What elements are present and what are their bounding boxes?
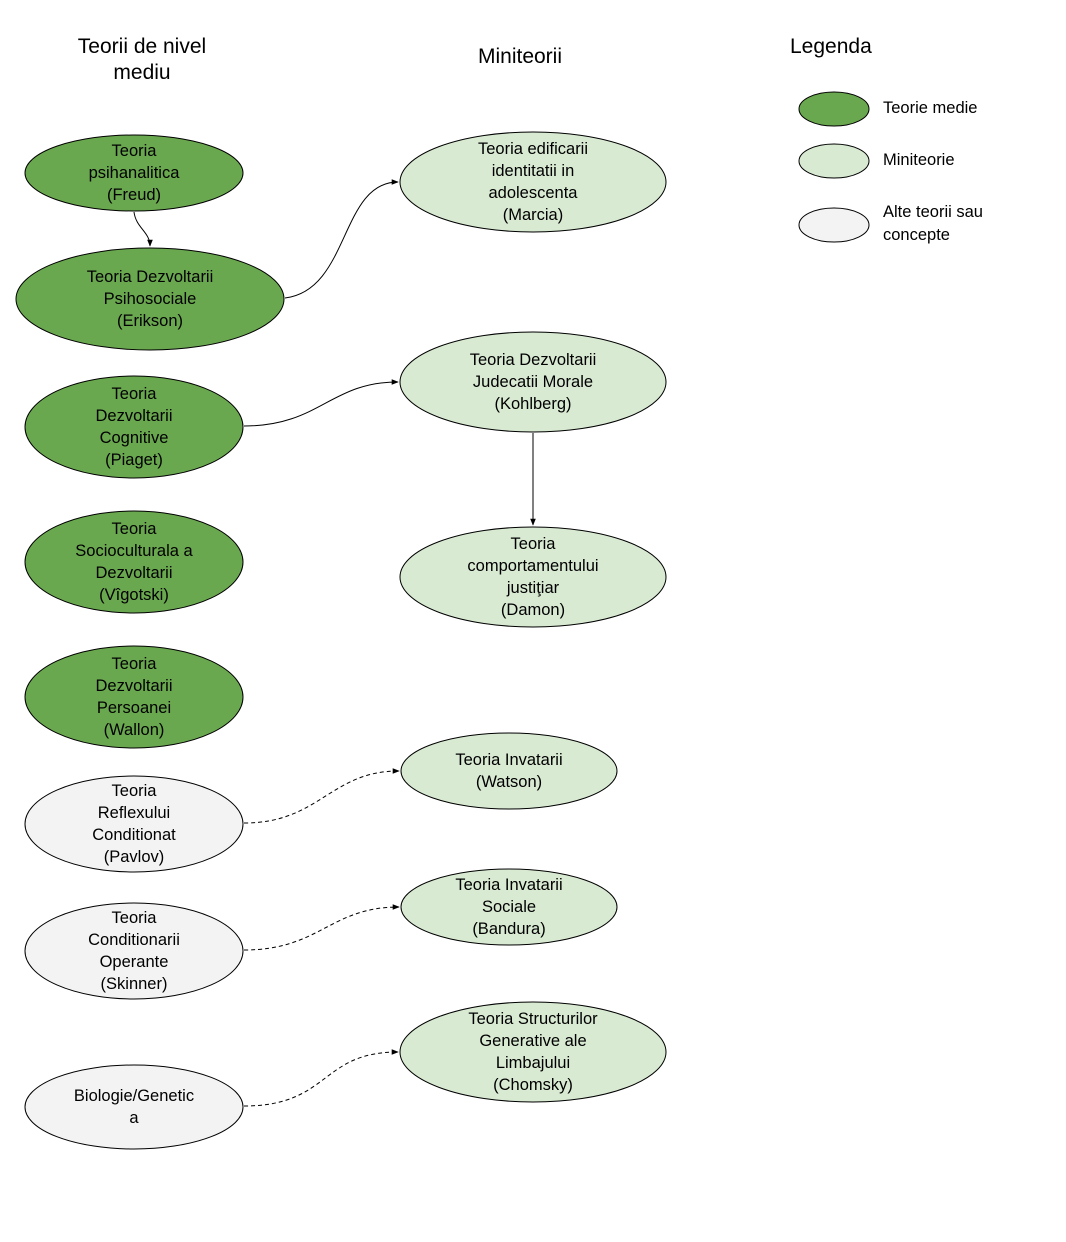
node-wallon-label: Teoria Dezvoltarii Persoanei (Wallon) [95, 655, 173, 739]
legend-label-teorie_medie: Teorie medie [883, 99, 978, 117]
edges-layer [133, 179, 536, 1107]
node-vigotski-label: Teoria Socioculturala a Dezvoltarii (Vîg… [75, 520, 193, 604]
nodes-layer [15, 131, 667, 1150]
node-bandura-label: Teoria Invatarii Sociale (Bandura) [455, 876, 563, 938]
legend-swatch-miniteorie [798, 143, 870, 179]
legend-label-miniteorie: Miniteorie [883, 151, 955, 169]
node-piaget-label: Teoria Dezvoltarii Cognitive (Piaget) [95, 385, 173, 469]
legend-layer [798, 91, 870, 243]
node-wallon-shape [24, 645, 244, 749]
node-vigotski-shape [24, 510, 244, 614]
edge-skinner-bandura [243, 904, 400, 951]
node-bandura-shape [400, 868, 618, 946]
edge-pavlov-watson [243, 768, 400, 824]
node-chomsky-shape [399, 1001, 667, 1103]
node-watson-shape [400, 732, 618, 810]
node-biologie-shape [24, 1064, 244, 1150]
legend-label-alte_teorii: Alte teorii sau concepte [883, 203, 983, 244]
node-freud-label: Teoria psihanalitica (Freud) [88, 142, 180, 204]
edge-erikson-marcia [284, 179, 399, 299]
legend-title: Legenda [790, 35, 872, 58]
node-piaget-shape [24, 375, 244, 479]
edge-biologie-chomsky [243, 1049, 399, 1107]
node-marcia-label: Teoria edificarii identitatii in adolesc… [477, 140, 589, 224]
node-skinner-shape [24, 902, 244, 1000]
node-marcia-shape [399, 131, 667, 233]
node-damon-shape [399, 526, 667, 628]
node-watson-label: Teoria Invatarii (Watson) [455, 751, 563, 791]
node-pavlov-shape [24, 775, 244, 873]
node-kohlberg-label: Teoria Dezvoltarii Judecatii Morale (Koh… [469, 351, 597, 413]
node-kohlberg-shape [399, 331, 667, 433]
node-erikson-shape [15, 247, 285, 351]
node-skinner-label: Teoria Conditionarii Operante (Skinner) [88, 909, 180, 993]
edge-piaget-kohlberg [243, 379, 399, 427]
legend-swatch-alte_teorii [798, 207, 870, 243]
legend-swatch-teorie_medie [798, 91, 870, 127]
node-damon-label: Teoria comportamentului justiţiar (Damon… [467, 535, 599, 619]
node-freud-shape [24, 134, 244, 212]
node-erikson-label: Teoria Dezvoltarii Psihosociale (Erikson… [86, 268, 214, 330]
column-title-minitheories: Miniteorii [477, 45, 563, 68]
edge-freud-erikson [133, 211, 153, 247]
node-biologie-label: Biologie/Genetic a [73, 1087, 195, 1127]
node-chomsky-label: Teoria Structurilor Generative ale Limba… [468, 1010, 598, 1094]
column-title-middle-level-theories: Teorii de nivel mediu [77, 35, 207, 84]
node-pavlov-label: Teoria Reflexului Conditionat (Pavlov) [92, 782, 176, 866]
